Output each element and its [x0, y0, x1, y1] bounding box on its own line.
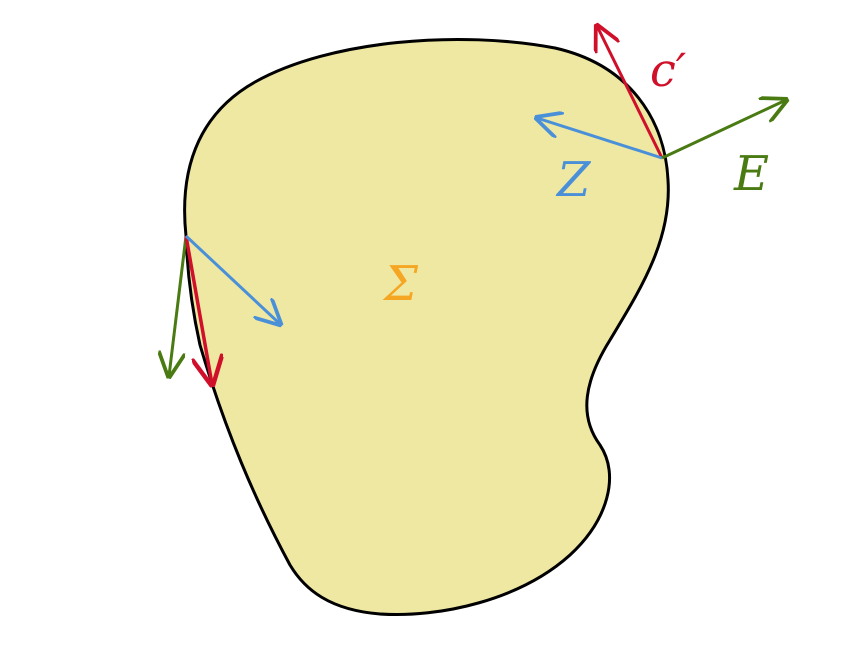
vector-e-arrow-left	[169, 235, 188, 376]
vector-z-arrow-left	[184, 234, 280, 324]
region-sigma-shape	[183, 37, 670, 617]
label-e: E	[733, 146, 769, 202]
label-z: Z	[555, 152, 592, 208]
tangent-c-prime-arrow-left	[184, 235, 212, 384]
label-sigma: Σ	[382, 256, 419, 312]
label-c-prime: c′	[650, 43, 687, 97]
tangent-c-prime-arrow-right	[597, 26, 664, 159]
vector-e-arrow-right	[661, 100, 786, 160]
vector-z-arrow-right	[537, 118, 663, 160]
